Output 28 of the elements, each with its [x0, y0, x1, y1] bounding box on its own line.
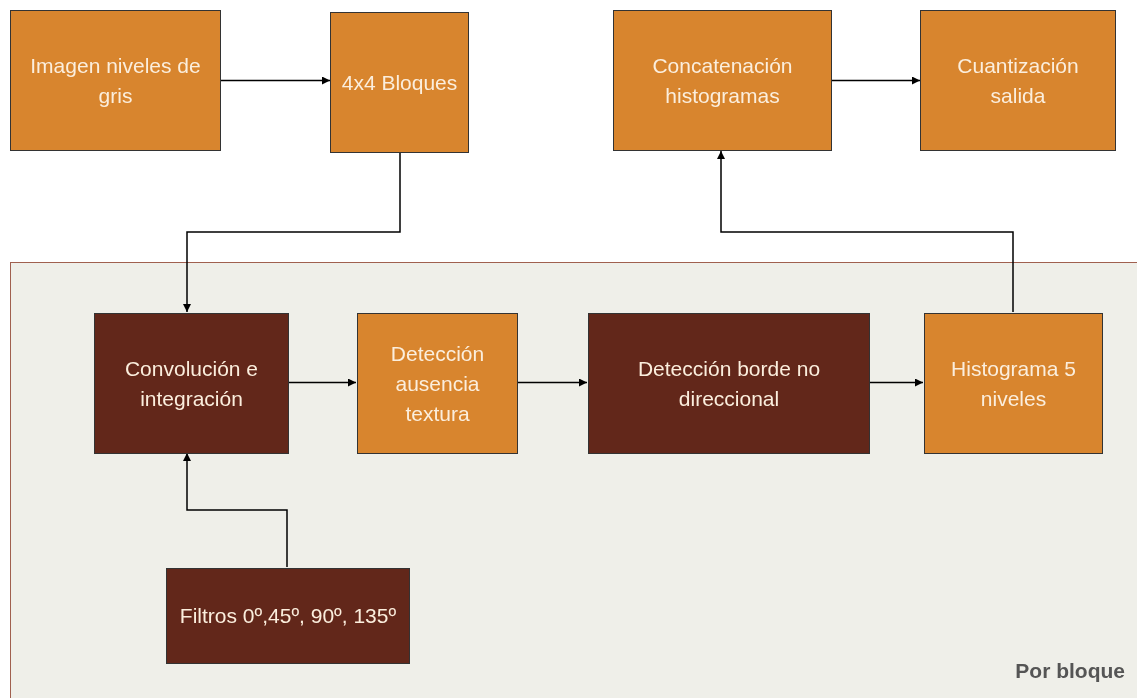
box-label: Cuantización salida	[956, 52, 1080, 109]
box-label: Convolución e integración	[123, 355, 260, 412]
arrow	[220, 76, 331, 85]
process-box	[10, 10, 221, 151]
process-box	[166, 568, 410, 664]
box-label: Filtros 0º,45º, 90º, 135º	[178, 603, 398, 629]
process-box	[920, 10, 1116, 151]
arrow	[183, 452, 288, 568]
process-box	[613, 10, 832, 151]
process-box	[94, 313, 289, 454]
group-label: Por bloque	[1015, 657, 1125, 684]
box-label: Detección borde no direccional	[636, 355, 822, 412]
process-box	[924, 313, 1103, 454]
box-label: Histograma 5 niveles	[950, 355, 1077, 412]
box-label: Imagen niveles de gris	[29, 52, 202, 109]
arrow	[287, 378, 357, 387]
arrow	[516, 378, 588, 387]
box-label: 4x4 Bloques	[340, 69, 459, 96]
arrow	[868, 378, 924, 387]
arrow	[717, 150, 1014, 313]
process-box	[330, 12, 469, 153]
arrow	[183, 152, 401, 313]
arrow	[831, 76, 921, 85]
process-box	[357, 313, 518, 454]
box-label: Concatenación histogramas	[651, 52, 794, 109]
process-box	[588, 313, 870, 454]
box-label: Detección ausencia textura	[389, 340, 486, 427]
group-panel	[10, 262, 1137, 698]
